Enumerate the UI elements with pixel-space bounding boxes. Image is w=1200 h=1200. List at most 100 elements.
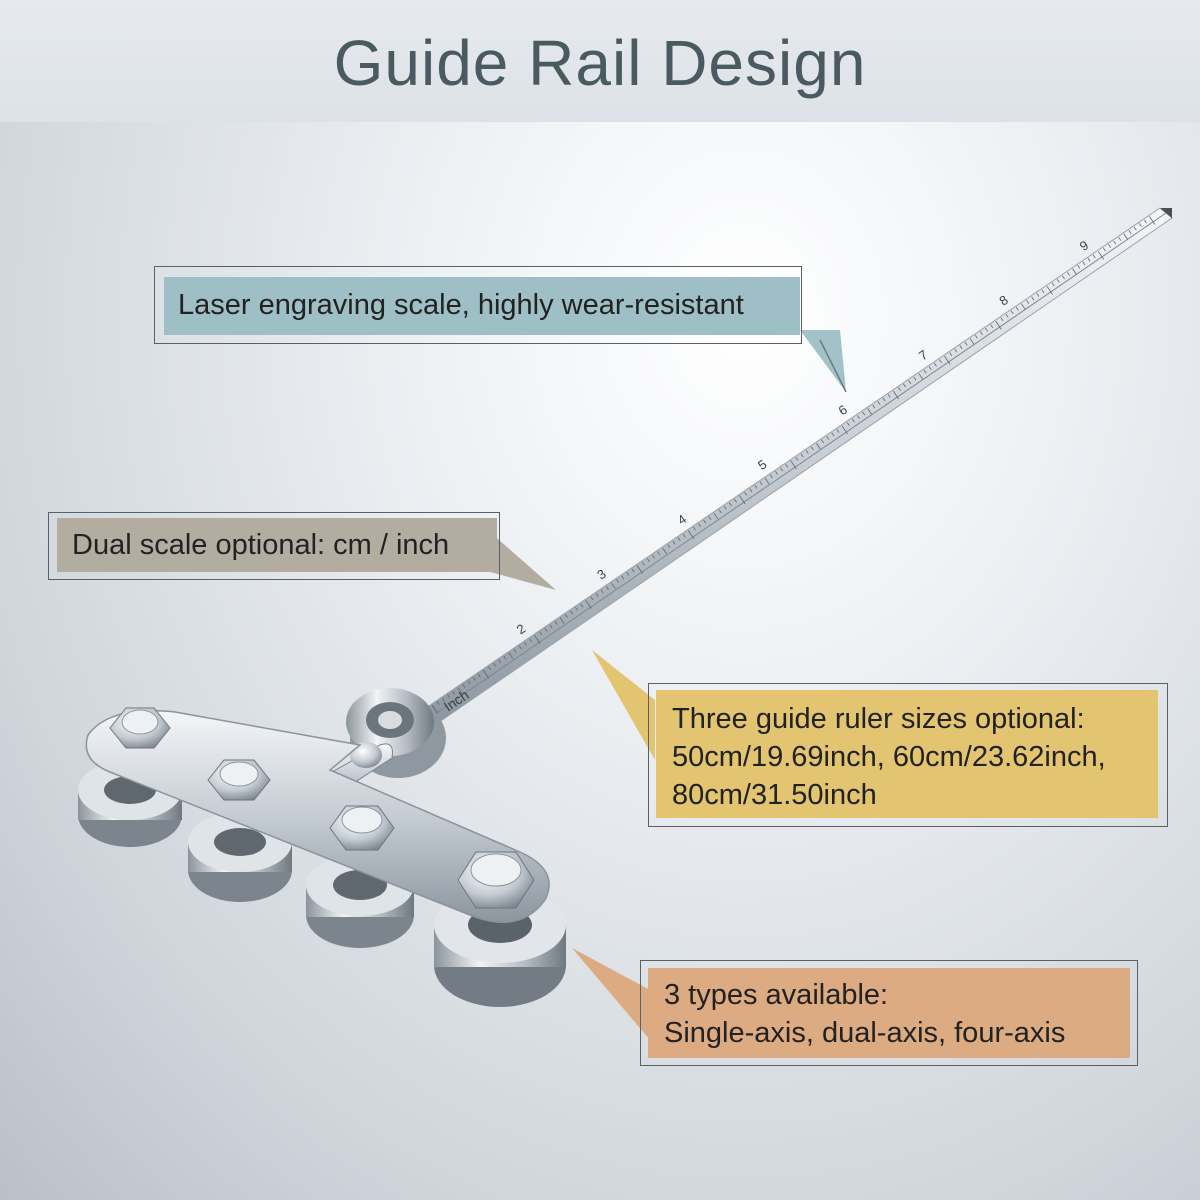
- ruler-scale-ticks: [431, 216, 1156, 714]
- ruler-tick: [979, 331, 983, 336]
- sizes-callout-line2: 50cm/19.69inch, 60cm/23.62inch,: [672, 741, 1106, 773]
- header-band: Guide Rail Design: [0, 0, 1200, 122]
- ruler-tick: [897, 387, 901, 391]
- ruler-tick: [995, 320, 1002, 330]
- ruler-tick: [1143, 219, 1147, 224]
- types-callout-pointer: [572, 948, 650, 1040]
- ruler-tick: [713, 512, 719, 520]
- ruler-tick: [687, 530, 695, 539]
- ruler-tick: [954, 348, 958, 353]
- ruler-tick: [821, 439, 825, 444]
- ruler-tick: [631, 568, 635, 573]
- ruler-tick: [1113, 240, 1117, 245]
- dual-callout-pointer: [490, 532, 556, 590]
- ruler-tick: [570, 610, 573, 615]
- ruler-tick: [949, 352, 953, 357]
- ruler-tick: [795, 456, 799, 461]
- ruler-tick: [933, 362, 937, 367]
- ruler-bearing: [346, 688, 446, 778]
- ruler-tick: [1128, 230, 1132, 234]
- ruler-tick: [575, 607, 579, 611]
- types-callout-box: [648, 968, 1130, 1058]
- ruler-tick: [523, 641, 527, 646]
- ruler-tick: [785, 463, 789, 468]
- ruler-tick: [641, 561, 645, 566]
- ruler-tick: [482, 669, 490, 679]
- ruler-tick: [693, 526, 696, 531]
- sizes-callout-box: [656, 690, 1158, 818]
- ruler-tick: [718, 509, 722, 514]
- ruler-tick: [851, 418, 855, 423]
- ruler-tick: [1026, 299, 1030, 304]
- ruler-tick: [1077, 265, 1081, 269]
- ruler-tick: [1138, 223, 1142, 227]
- ruler-tick: [985, 327, 989, 332]
- ruler-tick: [616, 579, 620, 583]
- ruler-tick: [790, 460, 797, 470]
- types-callout-frame: [640, 960, 1138, 1066]
- ruler-tick: [554, 621, 558, 625]
- ruler-tick: [800, 453, 804, 458]
- ruler-tick: [816, 443, 821, 450]
- ruler-tick: [780, 467, 784, 472]
- ruler-tick: [887, 394, 891, 398]
- ruler-tick: [918, 373, 924, 380]
- ruler-tick: [764, 477, 770, 485]
- ruler-tick: [959, 345, 963, 350]
- ruler-tick: [964, 341, 968, 346]
- ruler-tick: [1056, 278, 1060, 283]
- ruler-tick: [877, 401, 881, 405]
- ruler-tick: [1010, 310, 1014, 315]
- ruler-tick: [846, 422, 850, 426]
- ruler-number: 3: [594, 566, 608, 582]
- ruler-number: 6: [836, 402, 850, 418]
- laser-callout-line: [819, 339, 847, 393]
- ruler-tick: [749, 488, 753, 493]
- ruler-tick: [677, 537, 681, 542]
- ruler-tick: [662, 547, 667, 554]
- ruler-tick: [1102, 247, 1106, 252]
- ruler-tick: [1036, 292, 1040, 297]
- ruler-tick: [1061, 275, 1065, 280]
- ruler-tick: [867, 408, 872, 415]
- ruler-tick: [488, 666, 491, 671]
- ruler-tick: [1020, 303, 1026, 310]
- ruler-tick: [1149, 216, 1156, 225]
- ruler-tick: [841, 425, 848, 435]
- ruler-tick: [1118, 237, 1122, 241]
- ruler-tick: [503, 655, 507, 660]
- ruler-number: 7: [916, 347, 930, 363]
- ruler-tick: [564, 614, 568, 618]
- ruler-tick: [1000, 317, 1004, 322]
- ruler-tick: [913, 376, 917, 381]
- ruler-tick: [1087, 258, 1091, 262]
- ruler-tick: [549, 624, 553, 629]
- ruler-tick: [585, 600, 592, 609]
- ruler-tick: [508, 652, 514, 659]
- ruler-tick: [539, 631, 543, 636]
- ruler-number: 5: [755, 456, 769, 472]
- types-callout-line1: 3 types available:: [664, 979, 889, 1011]
- ruler-tick: [1092, 254, 1096, 259]
- ruler-tick: [667, 544, 671, 548]
- ruler-tick: [544, 627, 548, 632]
- dual-callout-box: [57, 518, 497, 572]
- ruler-tick: [810, 446, 814, 451]
- ruler-tick: [723, 505, 727, 510]
- ruler-tick: [462, 683, 466, 688]
- ruler-tick: [626, 572, 630, 576]
- ruler-tick: [923, 369, 927, 374]
- ruler-tick: [534, 634, 541, 644]
- ruler-tick: [529, 638, 532, 643]
- ruler-tick: [974, 334, 978, 339]
- ruler-tick: [611, 582, 616, 589]
- ruler-tick: [1072, 268, 1077, 275]
- types-callout-line2: Single-axis, dual-axis, four-axis: [664, 1017, 1066, 1049]
- ruler-tick: [595, 593, 599, 597]
- ruler-number: 4: [675, 511, 689, 527]
- ruler-tick: [1097, 251, 1105, 260]
- ruler-tick: [944, 355, 951, 365]
- ruler-tick: [990, 324, 994, 329]
- ruler-tick: [739, 495, 746, 505]
